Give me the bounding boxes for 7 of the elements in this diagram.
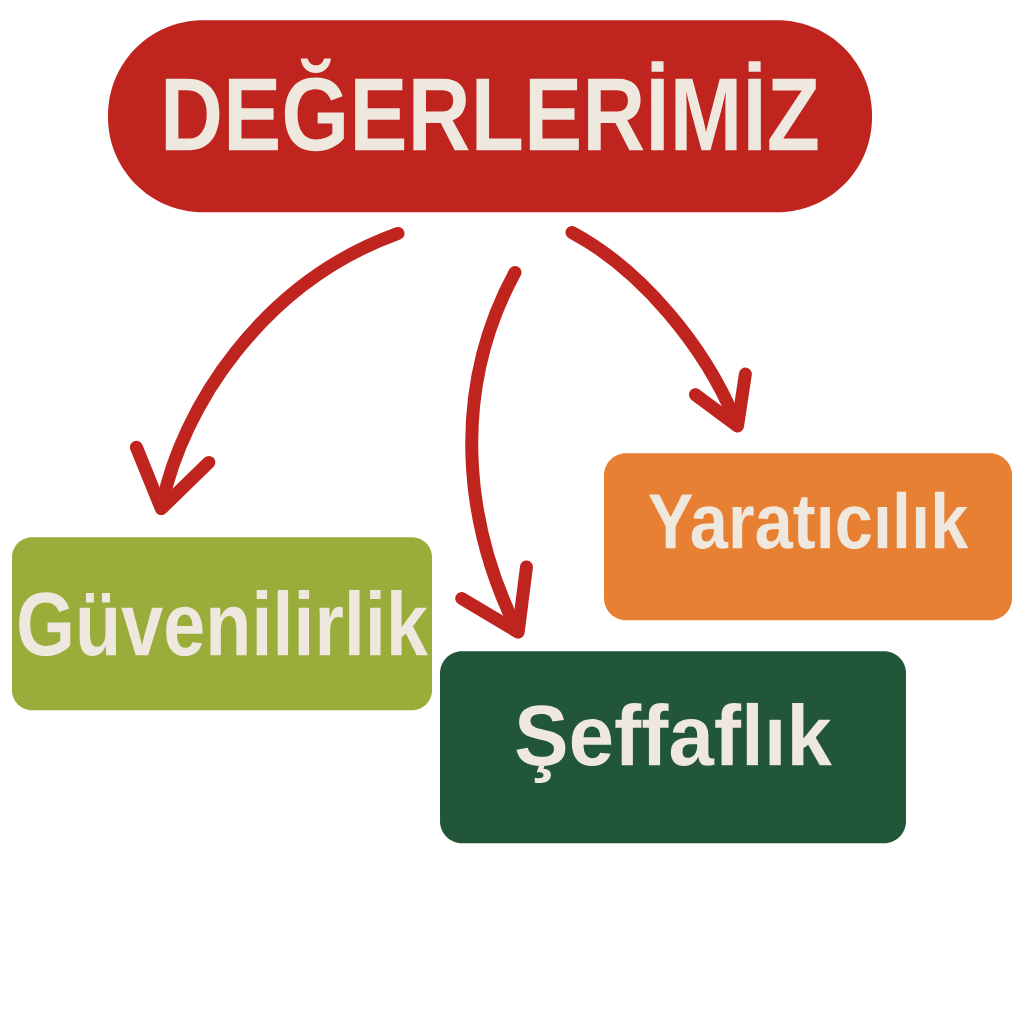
value-box: Şeffaflık (440, 651, 906, 844)
curved-arrow (129, 226, 405, 516)
curved-arrow (565, 225, 752, 433)
title-pill: DEĞERLERİMİZ (108, 20, 872, 213)
curved-arrow (455, 265, 533, 639)
value-box: Güvenilirlik (12, 537, 432, 711)
value-box: Yaratıcılık (604, 453, 1012, 621)
